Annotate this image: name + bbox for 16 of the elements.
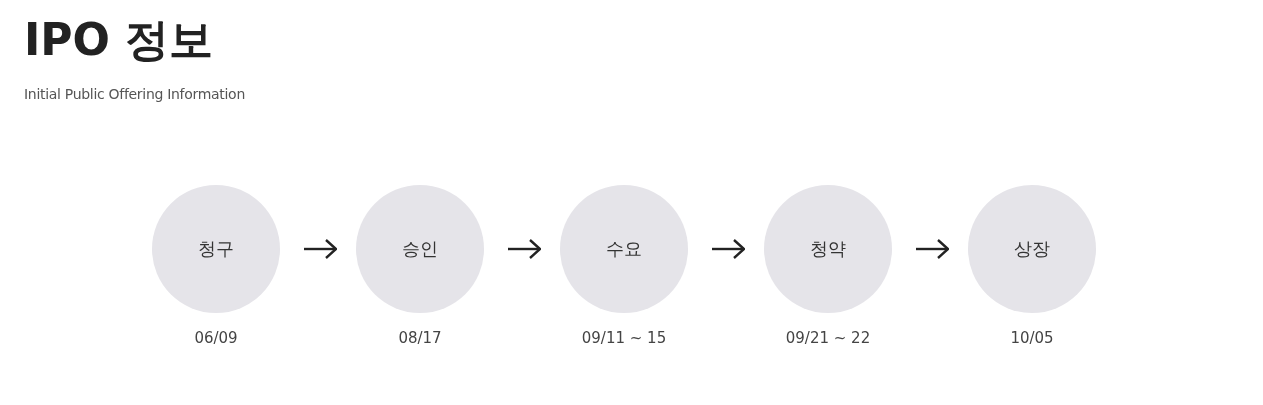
date-label: 09/21 ~ 22 bbox=[784, 328, 872, 348]
arrow bbox=[712, 238, 746, 260]
page-title: IPO 정보 bbox=[24, 13, 214, 67]
date-label: 10/05 bbox=[1009, 328, 1055, 348]
arrow bbox=[916, 238, 950, 260]
date-label: 06/09 bbox=[193, 328, 239, 348]
date-label: 08/17 bbox=[397, 328, 443, 348]
step-label: 청약 bbox=[810, 237, 846, 261]
step-label: 청구 bbox=[198, 237, 234, 261]
date-label: 09/11 ~ 15 bbox=[580, 328, 668, 348]
step-label: 상장 bbox=[1014, 237, 1050, 261]
step-label: 승인 bbox=[402, 237, 438, 261]
subtitle: Initial Public Offering Information bbox=[24, 85, 245, 103]
arrow bbox=[508, 238, 542, 260]
arrow bbox=[304, 238, 338, 260]
step-label: 수요 bbox=[606, 237, 642, 261]
